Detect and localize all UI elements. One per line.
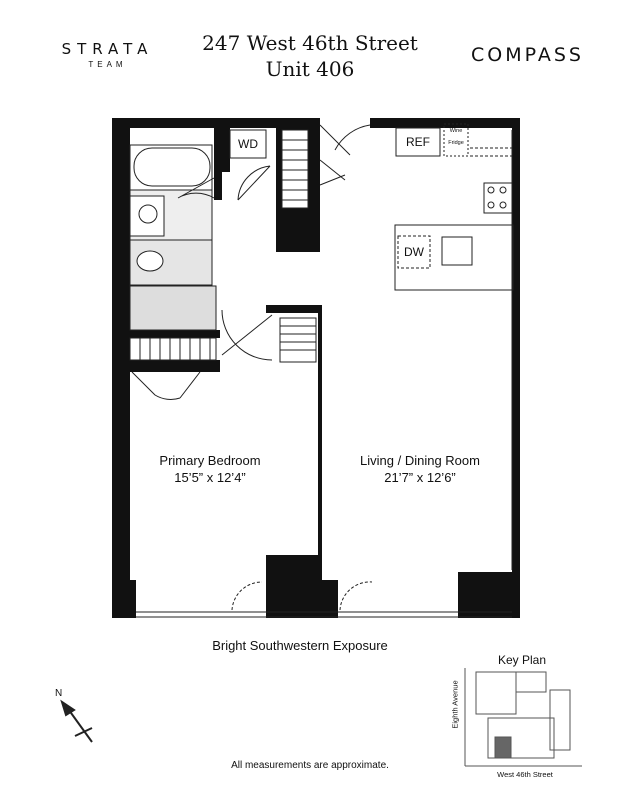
key-plan-title: Key Plan — [497, 653, 547, 667]
bedroom-dims: 15’5” x 12’4” — [174, 470, 246, 485]
wine-label: Wine — [449, 128, 463, 134]
fridge-label: Fridge — [448, 140, 464, 146]
doors — [131, 124, 373, 611]
bedroom-label: Primary Bedroom 15’5” x 12’4” — [130, 452, 290, 486]
page-title: 247 West 46th Street Unit 406 — [190, 30, 430, 82]
compass-logo: COMPASS — [471, 44, 584, 66]
living-label: Living / Dining Room 21’7” x 12’6” — [335, 452, 505, 486]
refrigerator-label: REF — [406, 135, 430, 149]
disclaimer: All measurements are approximate. — [231, 760, 389, 771]
bathroom-fixtures — [129, 144, 217, 331]
windows — [136, 130, 513, 618]
bedroom-name: Primary Bedroom — [159, 453, 261, 468]
living-dims: 21’7” x 12’6” — [384, 470, 456, 485]
eighth-avenue-label: Eighth Avenue — [450, 680, 460, 729]
logo-main-text: STRATA — [61, 40, 154, 58]
address-line: 247 West 46th Street — [202, 31, 418, 55]
north-arrow-icon — [60, 699, 93, 743]
unit-line: Unit 406 — [265, 57, 355, 81]
north-label: N — [55, 688, 63, 699]
strata-team-logo: STRATA TEAM — [40, 40, 175, 69]
west-46th-label: West 46th Street — [497, 770, 553, 779]
dishwasher-label: DW — [404, 245, 424, 259]
kitchen — [229, 123, 514, 291]
living-name: Living / Dining Room — [360, 453, 480, 468]
closet-hatching — [129, 129, 317, 363]
washer-dryer-label: WD — [238, 137, 258, 151]
exposure-caption: Bright Southwestern Exposure — [212, 638, 388, 653]
key-plan-map — [464, 668, 582, 767]
logo-sub-text: TEAM — [88, 60, 127, 69]
